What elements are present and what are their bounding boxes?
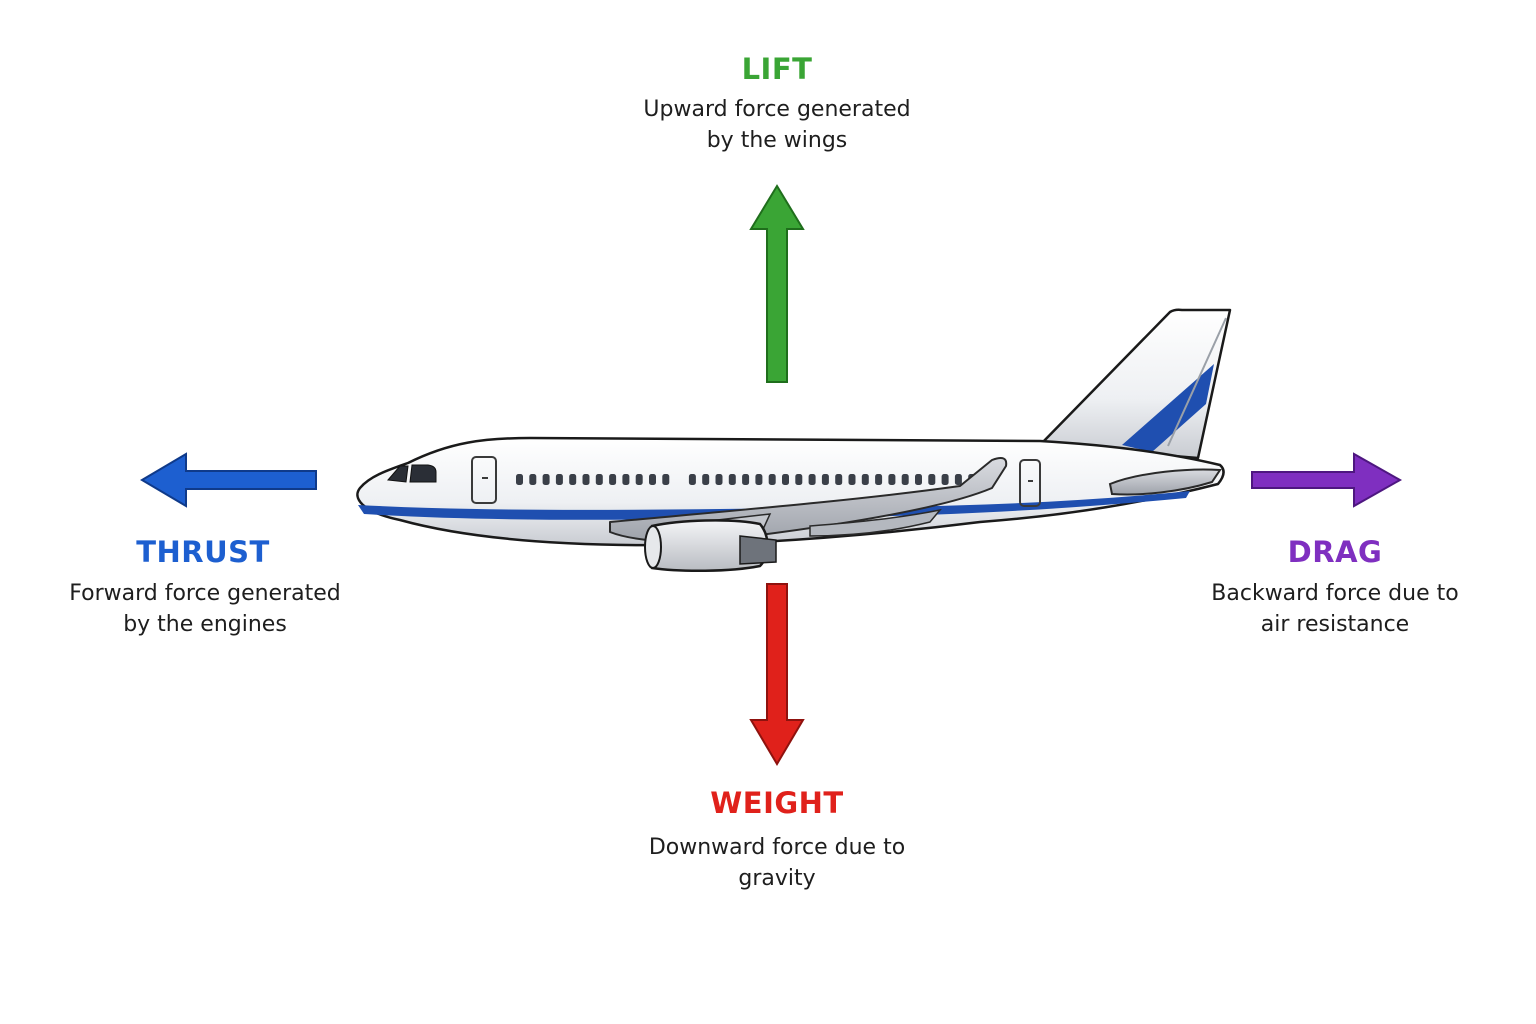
passenger-window bbox=[928, 474, 936, 485]
cockpit-window-1 bbox=[387, 465, 409, 483]
front-door bbox=[471, 456, 497, 504]
passenger-window bbox=[688, 474, 696, 485]
passenger-window bbox=[888, 474, 896, 485]
lift-arrow-shape bbox=[749, 184, 805, 383]
passenger-window bbox=[808, 474, 816, 485]
passenger-window bbox=[755, 474, 763, 485]
passenger-window bbox=[954, 474, 962, 485]
passenger-window bbox=[569, 474, 577, 485]
fuselage-stripe bbox=[358, 491, 1190, 520]
passenger-window bbox=[649, 474, 656, 485]
passenger-window bbox=[795, 474, 803, 485]
passenger-window bbox=[516, 474, 523, 485]
weight-arrow bbox=[749, 583, 805, 766]
tail-stripe bbox=[1122, 364, 1214, 452]
passenger-window bbox=[768, 474, 776, 485]
tail-rudder-line bbox=[1167, 317, 1227, 447]
thrust-arrow-shape bbox=[140, 452, 317, 508]
cockpit-window-2 bbox=[409, 464, 437, 483]
passenger-window bbox=[715, 474, 723, 485]
passenger-window bbox=[875, 474, 883, 485]
thrust-description-line-2: by the engines bbox=[123, 612, 287, 637]
thrust-arrow bbox=[140, 452, 317, 508]
engine-exhaust bbox=[739, 535, 777, 565]
weight-description-line-1: Downward force due to bbox=[648, 835, 906, 860]
engine bbox=[644, 513, 777, 573]
engine-intake bbox=[644, 525, 662, 569]
passenger-window bbox=[835, 474, 843, 485]
passenger-window bbox=[662, 474, 670, 485]
lift-description: Upward force generated by the wings bbox=[597, 94, 957, 156]
passenger-window bbox=[595, 474, 603, 485]
passenger-window bbox=[782, 474, 789, 485]
lift-description-line-2: by the wings bbox=[706, 128, 848, 153]
passenger-window bbox=[901, 474, 909, 485]
passenger-window bbox=[609, 474, 617, 485]
passenger-window bbox=[582, 474, 590, 485]
passenger-window bbox=[635, 474, 643, 485]
drag-description: Backward force due to air resistance bbox=[1155, 578, 1515, 640]
thrust-description: Forward force generated by the engines bbox=[25, 578, 385, 640]
drag-arrow bbox=[1251, 452, 1403, 508]
thrust-title: THRUST bbox=[136, 535, 270, 569]
weight-description: Downward force due to gravity bbox=[597, 832, 957, 894]
drag-description-line-2: air resistance bbox=[1260, 612, 1410, 637]
passenger-window bbox=[941, 474, 949, 485]
passenger-window bbox=[742, 474, 750, 485]
weight-title: WEIGHT bbox=[710, 786, 844, 820]
rear-door bbox=[1019, 459, 1041, 507]
lift-arrow bbox=[749, 184, 805, 383]
passenger-windows bbox=[516, 474, 989, 485]
passenger-window bbox=[622, 474, 630, 485]
horizontal-stabilizer bbox=[1108, 468, 1222, 496]
lift-title: LIFT bbox=[741, 52, 813, 86]
passenger-window bbox=[702, 474, 710, 485]
passenger-window bbox=[555, 474, 563, 485]
passenger-window bbox=[848, 474, 856, 485]
passenger-window bbox=[542, 474, 550, 485]
wing-flap bbox=[809, 508, 942, 537]
drag-description-line-1: Backward force due to bbox=[1211, 581, 1459, 606]
passenger-window bbox=[821, 474, 829, 485]
drag-arrow-shape bbox=[1251, 452, 1403, 508]
airplane-icon bbox=[356, 308, 1232, 573]
weight-arrow-shape bbox=[749, 583, 805, 766]
drag-title: DRAG bbox=[1287, 535, 1383, 569]
passenger-window bbox=[529, 474, 537, 485]
passenger-window bbox=[728, 474, 736, 485]
passenger-window bbox=[915, 474, 922, 485]
passenger-window bbox=[861, 474, 869, 485]
weight-description-line-2: gravity bbox=[738, 866, 816, 891]
thrust-description-line-1: Forward force generated bbox=[69, 581, 341, 606]
lift-description-line-1: Upward force generated bbox=[643, 97, 911, 122]
